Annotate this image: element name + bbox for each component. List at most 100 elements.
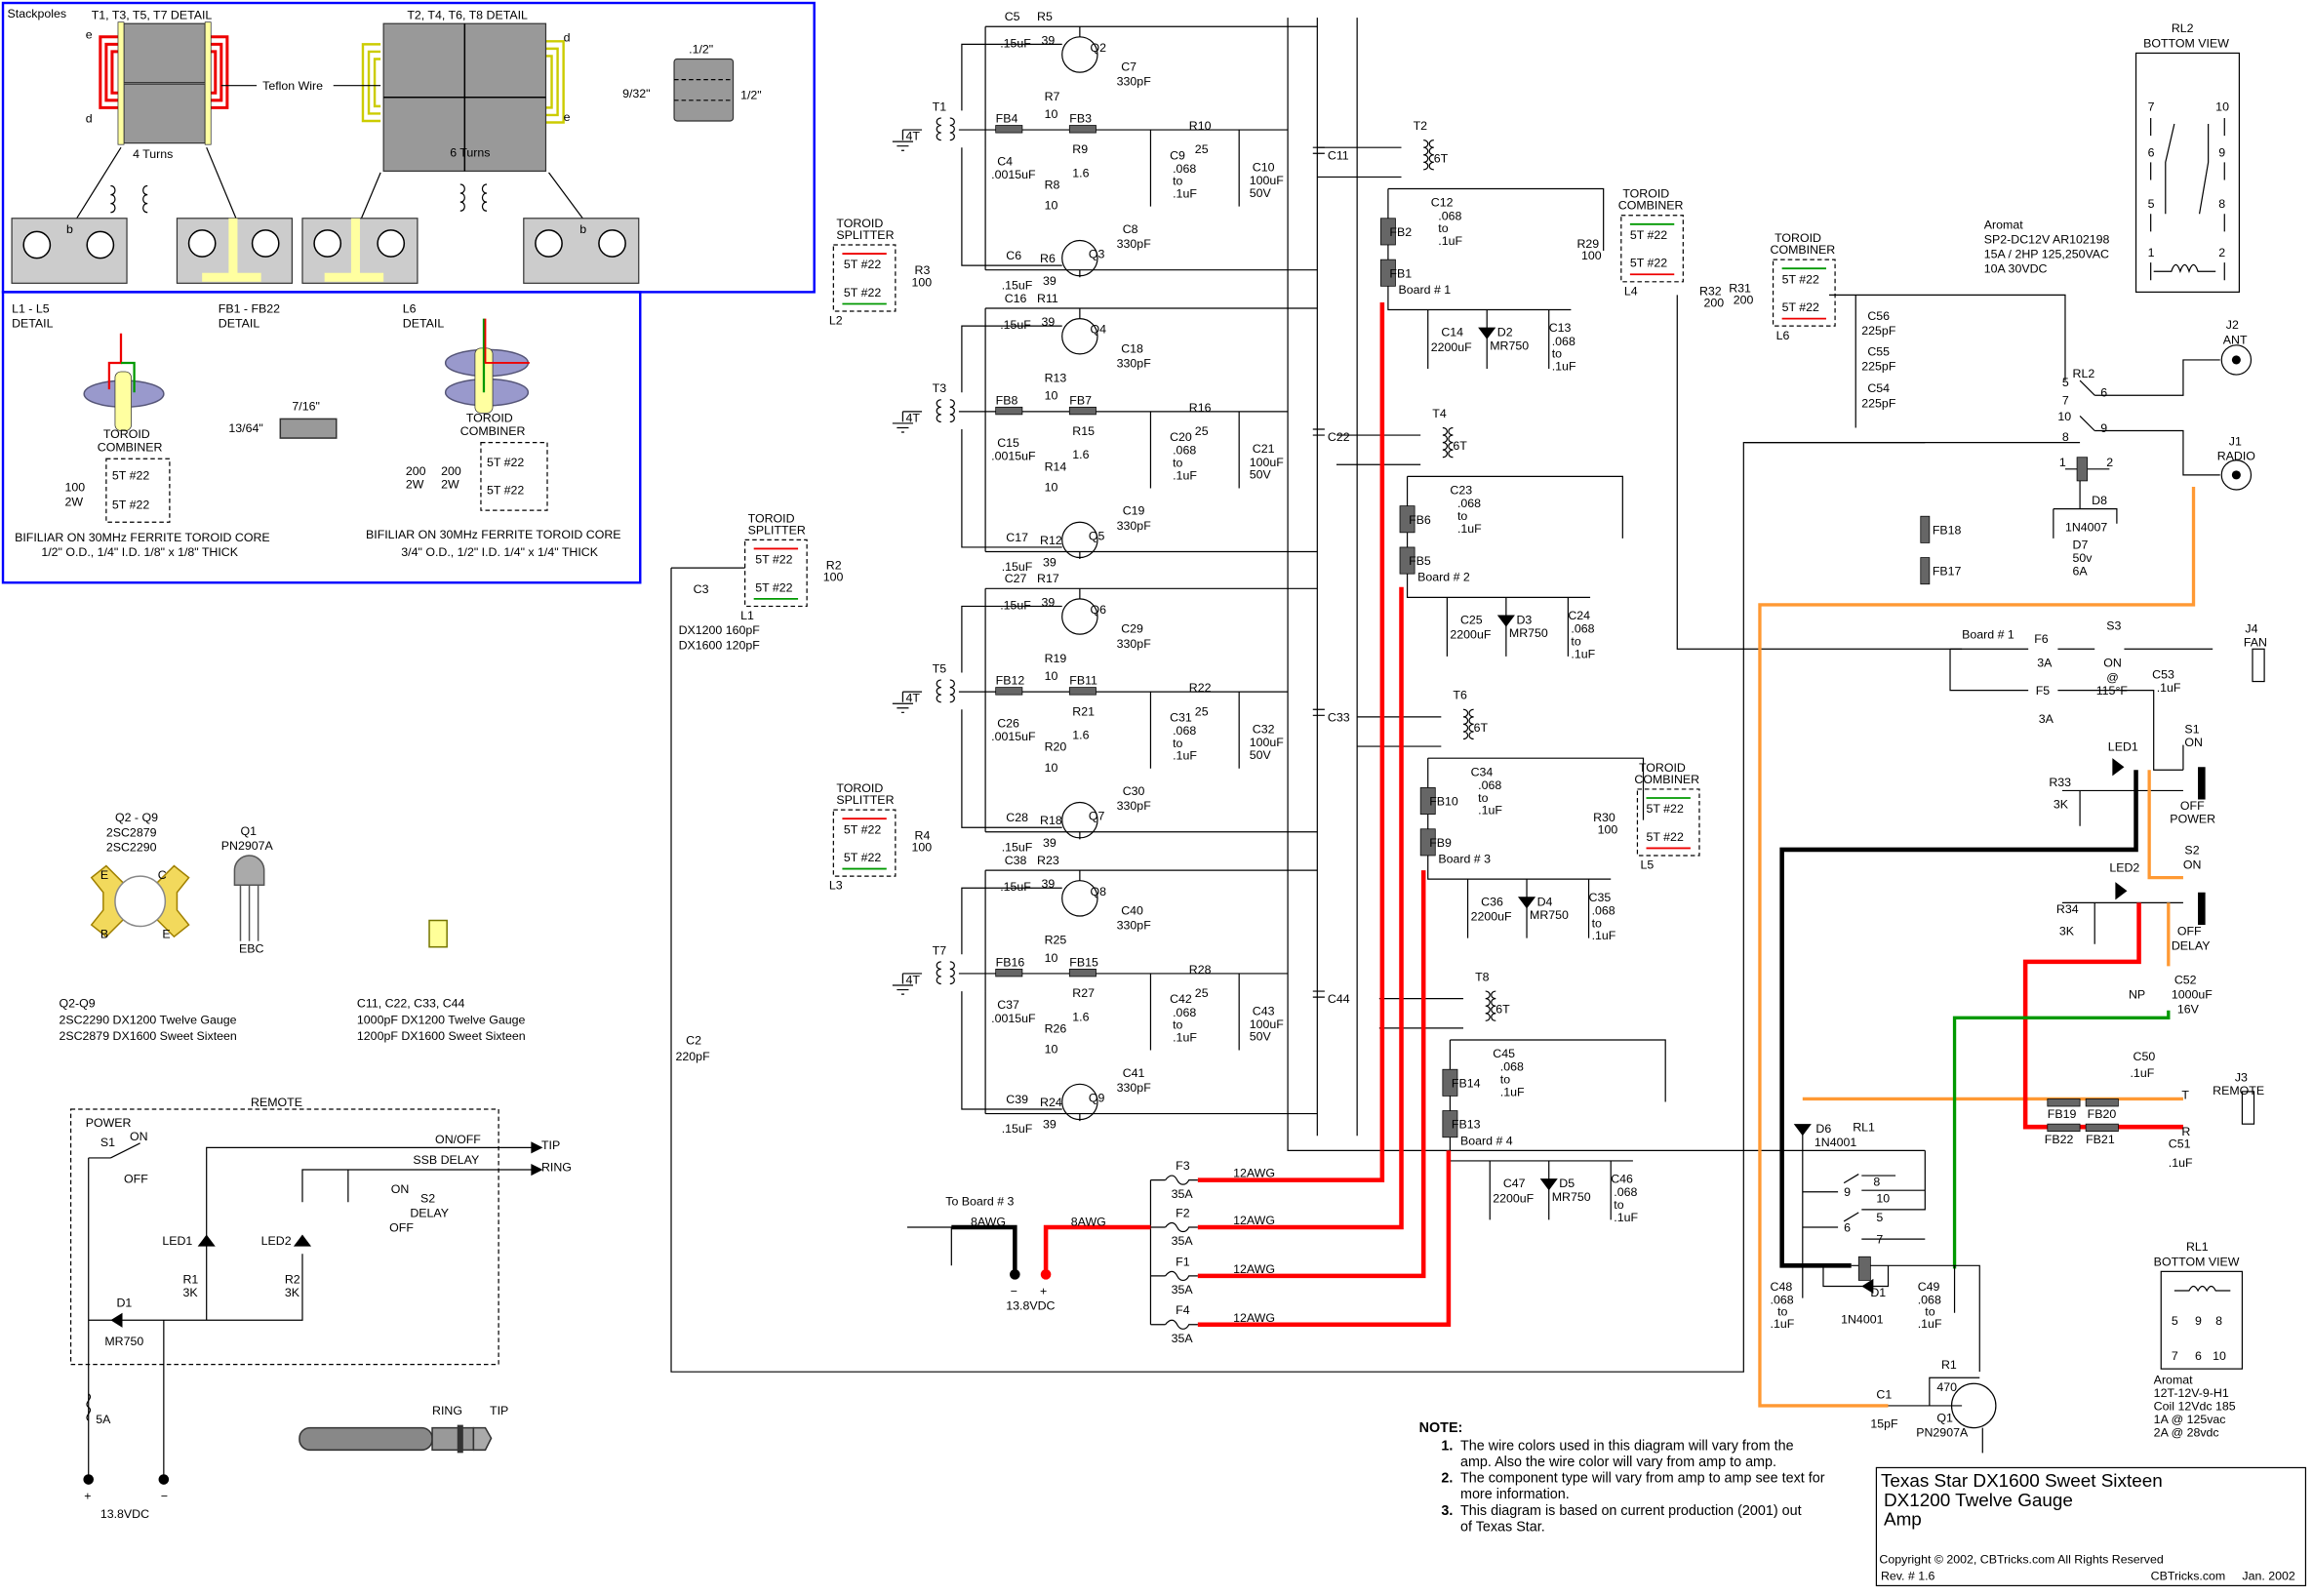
- part-value: 6T: [1474, 721, 1489, 735]
- plus-label: +: [84, 1490, 91, 1503]
- part-value: 39: [1042, 595, 1056, 609]
- part-ref: R7: [1045, 90, 1060, 103]
- part-ref: Q5: [1089, 529, 1105, 542]
- part-value: 330pF: [1117, 637, 1152, 651]
- pin-label: 10: [1876, 1191, 1890, 1205]
- c48-value: to: [1777, 1305, 1787, 1319]
- part-ref: FB5: [1409, 554, 1431, 568]
- combiner-ref: L6: [1776, 329, 1790, 342]
- rl1-title: BOTTOM VIEW: [2154, 1255, 2240, 1268]
- resistor-value: 100: [911, 275, 932, 289]
- transistor-icon: [1061, 801, 1098, 839]
- pin-label: 5: [1876, 1211, 1883, 1224]
- j3-remote-jack[interactable]: [2241, 1091, 2255, 1125]
- rl2-label: RL2: [2073, 367, 2095, 380]
- part-value: 4T: [905, 411, 920, 424]
- ant-connector-icon[interactable]: [2220, 344, 2253, 376]
- l6-toroid-drawing: [444, 318, 530, 414]
- part-ref: C15: [997, 436, 1019, 450]
- fuse-ref: F3: [1176, 1159, 1190, 1173]
- j4-fan-jack[interactable]: [2252, 648, 2265, 683]
- s1-label: S1: [2184, 722, 2199, 736]
- transformer-icon: [936, 117, 955, 141]
- part-ref: C40: [1121, 903, 1143, 917]
- led2-label: LED2: [261, 1234, 292, 1248]
- rl2-maker: Aromat: [1984, 218, 2023, 231]
- detail-border: [1, 291, 642, 584]
- c2-label: C2: [686, 1034, 701, 1048]
- fuse-icon: [1165, 1175, 1198, 1185]
- plug-tip-label: TIP: [490, 1404, 508, 1417]
- r1-value: 3K: [183, 1286, 199, 1299]
- voltage-label: 13.8VDC: [1006, 1299, 1055, 1313]
- splitter-title: TOROID: [836, 217, 883, 230]
- s1-label: ON: [2184, 736, 2203, 749]
- combiner-title: COMBINER: [1634, 773, 1699, 786]
- part-ref: R21: [1072, 704, 1095, 718]
- rl1-maker: Aromat: [2154, 1373, 2193, 1386]
- part-value: 1.6: [1072, 1010, 1089, 1023]
- transistor-icon: [1061, 1083, 1098, 1121]
- part-value: 100uF: [1250, 174, 1285, 187]
- ferrite-bead-icon: [995, 969, 1023, 978]
- part-ref: R22: [1189, 681, 1212, 695]
- part-ref: C31: [1170, 710, 1192, 724]
- ferrite-bead-icon: [1442, 1110, 1458, 1138]
- part-value: .1uF: [1614, 1211, 1638, 1224]
- off-label: OFF: [124, 1173, 148, 1186]
- l6-caption: BIFILIAR ON 30MHz FERRITE TOROID CORE: [366, 528, 621, 541]
- f6-label: F6: [2034, 632, 2049, 646]
- c-table: C11, C22, C33, C44: [357, 997, 465, 1011]
- rl1-title: RL1: [2186, 1240, 2209, 1254]
- winding-label: 5T #22: [487, 456, 524, 469]
- part-value: 330pF: [1117, 356, 1152, 370]
- delay-label: DELAY: [410, 1206, 449, 1219]
- transformer-icon: [936, 399, 955, 423]
- d7-label: D7: [2073, 538, 2089, 551]
- rl2-title: RL2: [2172, 21, 2194, 35]
- part-value: .1uF: [1592, 929, 1616, 942]
- ferrite-bead-icon: [1068, 969, 1097, 978]
- part-ref: R18: [1040, 814, 1062, 827]
- rl1-circuit: D6 1N4001 RL1 9 8 10 6 5 7 D1 1N4001 C48…: [1771, 1121, 2244, 1454]
- part-value: 10: [1045, 1043, 1058, 1057]
- q-type: 2SC2290: [106, 840, 157, 854]
- part-value: to: [1552, 347, 1562, 361]
- part-ref: R10: [1189, 119, 1212, 133]
- part-ref: C32: [1253, 722, 1275, 736]
- note-text: of Texas Star.: [1460, 1519, 1545, 1535]
- part-ref: C37: [997, 998, 1019, 1012]
- part-ref: C42: [1170, 992, 1192, 1006]
- part-ref: C23: [1450, 484, 1472, 498]
- part-value: 100uF: [1250, 456, 1285, 469]
- part-ref: FB6: [1409, 513, 1431, 527]
- c50-label: C50: [2134, 1050, 2156, 1063]
- part-ref: C46: [1611, 1173, 1633, 1186]
- radio-connector-icon[interactable]: [2220, 459, 2253, 491]
- c49-value: .068: [1918, 1294, 1941, 1307]
- part-value: .15uF: [1000, 36, 1031, 50]
- part-ref: R20: [1045, 740, 1067, 754]
- part-value: 2200uF: [1493, 1191, 1534, 1205]
- s2-switch[interactable]: [2198, 892, 2206, 926]
- part-ref: Board # 1: [1398, 283, 1451, 297]
- part-ref: FB3: [1069, 111, 1092, 125]
- part-ref: R27: [1072, 986, 1095, 1000]
- part-value: to: [1614, 1198, 1623, 1212]
- part-ref: C43: [1253, 1004, 1275, 1017]
- part-value: to: [1173, 737, 1182, 750]
- part-value: 330pF: [1117, 519, 1152, 533]
- pin-b: B: [100, 928, 108, 941]
- note-text: The wire colors used in this diagram wil…: [1460, 1438, 1794, 1454]
- part-ref: T1: [933, 100, 947, 113]
- rl2-part: SP2-DC12V AR102198: [1984, 232, 2110, 246]
- title-block: Texas Star DX1600 Sweet Sixteen DX1200 T…: [1875, 1466, 2307, 1587]
- j2-label: ANT: [2223, 333, 2248, 346]
- resistor-value: 200: [406, 464, 426, 478]
- part-value: .15uF: [1000, 318, 1031, 332]
- c2-value: 220pF: [676, 1050, 711, 1063]
- part-value: .1uF: [1173, 187, 1197, 201]
- s1-switch[interactable]: [2198, 767, 2206, 800]
